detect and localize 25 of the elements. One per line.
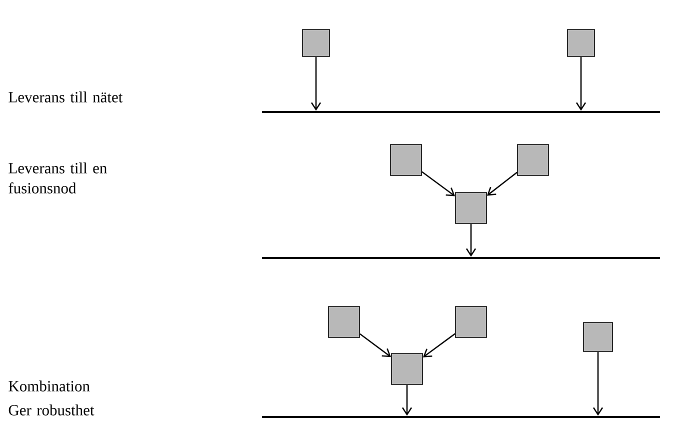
arrow: [576, 56, 586, 111]
horizontal-line: [262, 111, 660, 113]
box: [328, 306, 360, 338]
arrow: [466, 224, 476, 257]
arrow: [422, 333, 456, 358]
box: [391, 353, 423, 385]
horizontal-line: [262, 416, 660, 418]
box: [517, 144, 549, 176]
box: [583, 322, 613, 352]
arrow: [310, 56, 322, 111]
row-label: Leverans till en fusionsnod: [8, 162, 107, 194]
box: [390, 144, 422, 176]
row-label: Kombination: [8, 380, 90, 392]
arrow: [360, 333, 392, 358]
arrow: [486, 172, 518, 196]
row-label: Ger robusthet: [8, 404, 94, 416]
box: [455, 306, 487, 338]
arrow: [422, 171, 456, 196]
box: [302, 29, 330, 57]
arrow: [402, 384, 412, 416]
row-label: Leverans till nätet: [8, 92, 123, 102]
box: [455, 192, 487, 224]
arrow: [592, 352, 604, 416]
box: [567, 29, 595, 57]
horizontal-line: [262, 257, 660, 259]
